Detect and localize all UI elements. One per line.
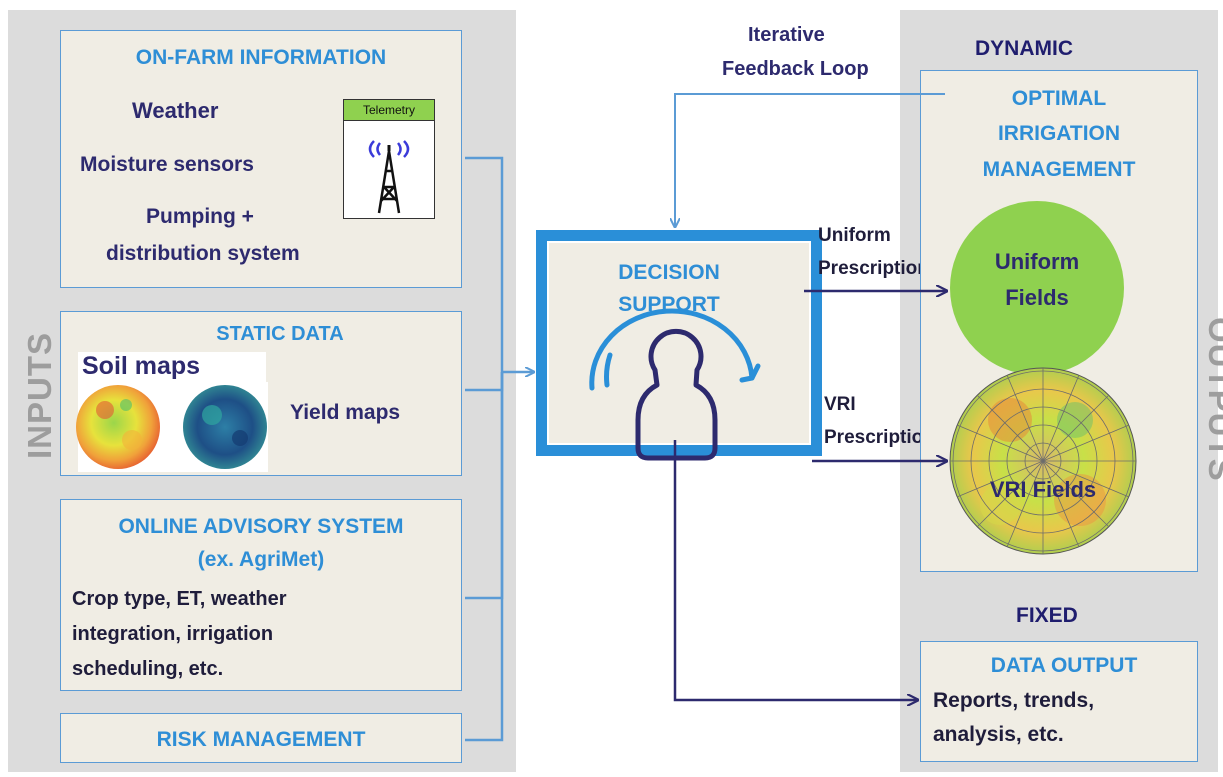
yield-maps-label: Yield maps bbox=[290, 401, 401, 424]
uniform-fields-label-1: Uniform bbox=[994, 249, 1080, 274]
advisory-body-3: scheduling, etc. bbox=[72, 658, 224, 680]
soil-maps-label: Soil maps bbox=[78, 352, 266, 383]
weather-label: Weather bbox=[132, 98, 219, 123]
static-data-title: STATIC DATA bbox=[216, 323, 344, 345]
dynamic-label: DYNAMIC bbox=[975, 37, 1073, 60]
antenna-icon bbox=[368, 140, 410, 214]
uniform-prescription-2: Prescription bbox=[818, 258, 929, 279]
advisory-body-2: integration, irrigation bbox=[72, 623, 274, 645]
soil-map-images bbox=[78, 382, 268, 472]
online-advisory-box bbox=[60, 499, 462, 691]
telemetry-header: Telemetry bbox=[344, 100, 434, 121]
data-output-body-1: Reports, trends, bbox=[933, 689, 1095, 712]
decision-support-title-2: SUPPORT bbox=[618, 293, 720, 316]
vri-prescription-2: Prescription bbox=[824, 427, 935, 448]
moisture-sensors-label: Moisture sensors bbox=[80, 153, 254, 176]
advisory-body-1: Crop type, ET, weather bbox=[72, 588, 287, 610]
feedback-line-1: Iterative bbox=[748, 24, 825, 46]
fixed-label: FIXED bbox=[1016, 604, 1078, 627]
data-output-arrow bbox=[673, 440, 917, 700]
data-output-title: DATA OUTPUT bbox=[990, 654, 1138, 677]
on-farm-title: ON-FARM INFORMATION bbox=[135, 46, 387, 69]
management-label: MANAGEMENT bbox=[982, 158, 1136, 181]
risk-management-box bbox=[60, 713, 462, 763]
uniform-fields-circle bbox=[950, 201, 1124, 375]
uniform-fields-label-2: Fields bbox=[1005, 285, 1069, 310]
irrigation-label: IRRIGATION bbox=[997, 122, 1121, 145]
decision-support-title-1: DECISION bbox=[618, 261, 720, 284]
online-advisory-title: ONLINE ADVISORY SYSTEM bbox=[118, 515, 404, 538]
optimal-label: OPTIMAL bbox=[1011, 87, 1107, 110]
vri-prescription-1: VRI bbox=[824, 394, 856, 415]
online-advisory-subtitle: (ex. AgriMet) bbox=[197, 548, 325, 571]
risk-management-title: RISK MANAGEMENT bbox=[156, 728, 366, 751]
outputs-label: OUTPUTS bbox=[1202, 317, 1223, 482]
vri-fields-label: VRI Fields bbox=[989, 477, 1097, 502]
uniform-prescription-1: Uniform bbox=[818, 225, 891, 246]
data-output-body-2: analysis, etc. bbox=[933, 723, 1064, 746]
pumping-label: Pumping + bbox=[146, 205, 254, 228]
inputs-label: INPUTS bbox=[21, 331, 58, 459]
telemetry-box: Telemetry bbox=[343, 99, 435, 219]
data-output-box bbox=[920, 641, 1198, 762]
distribution-label: distribution system bbox=[106, 242, 300, 265]
feedback-line-2: Feedback Loop bbox=[722, 58, 869, 80]
